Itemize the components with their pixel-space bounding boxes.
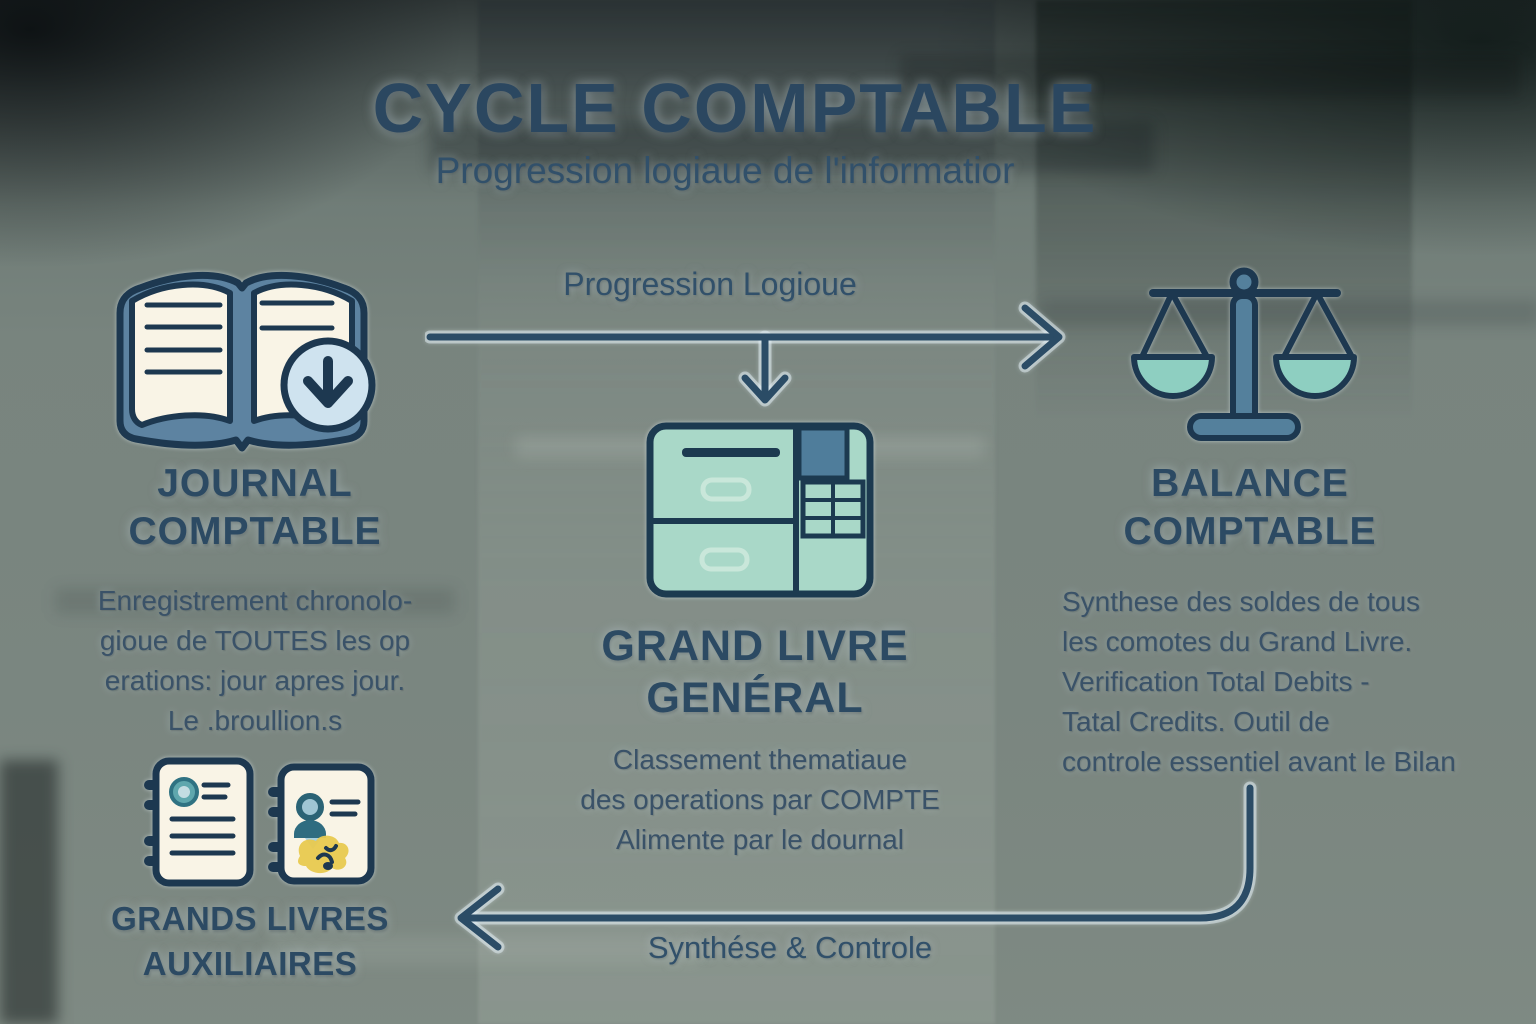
open-book-download-icon [116,271,376,452]
balance-heading: BALANCE COMPTABLE [1123,462,1377,553]
balance-description: Synthese des soldes de tous les comotes … [1062,586,1456,777]
return-flow-label: Synthése & Controle [647,930,933,965]
background-streak [1040,300,1536,326]
drawer-slot [682,448,780,457]
journal-heading: JOURNAL COMPTABLE [128,462,382,553]
journal-description: Enregistrement chronolo- gioue de TOUTES… [97,585,413,736]
drawer-handle [700,477,752,502]
notebook-contact-icon [268,763,375,885]
grand-livre-description: Classement thematiaue des operations par… [580,744,940,855]
scale-pan-left [1131,354,1215,399]
download-badge-icon [280,337,376,433]
balance-scale-icon [1131,267,1357,441]
drawer-handle [699,547,750,572]
card-index-grid [800,479,866,539]
page-rule-lines [144,300,335,375]
grand-livre-heading: GRAND LIVRE GENÉRAL [601,622,909,722]
background-edge-dark [0,760,58,1024]
filing-cabinet-icon [646,422,874,598]
notebook-list-icon [144,757,254,887]
right-and-down-arrow [425,301,1066,407]
page-title: CYCLE COMPTABLE [372,69,1098,147]
background-streak [55,588,455,614]
scale-pan-right [1273,354,1357,399]
forward-flow-label: Progression Logioue [563,266,857,302]
page-subtitle: Progression logiaue de l'informatior [435,150,1015,191]
spiral-notebooks-icon [144,757,375,887]
background-streak [900,55,1520,97]
auxiliaires-heading: GRANDS LIVRES AUXILIAIRES [111,900,389,982]
background-streak [430,122,1154,172]
left-return-arrow [454,781,1257,954]
